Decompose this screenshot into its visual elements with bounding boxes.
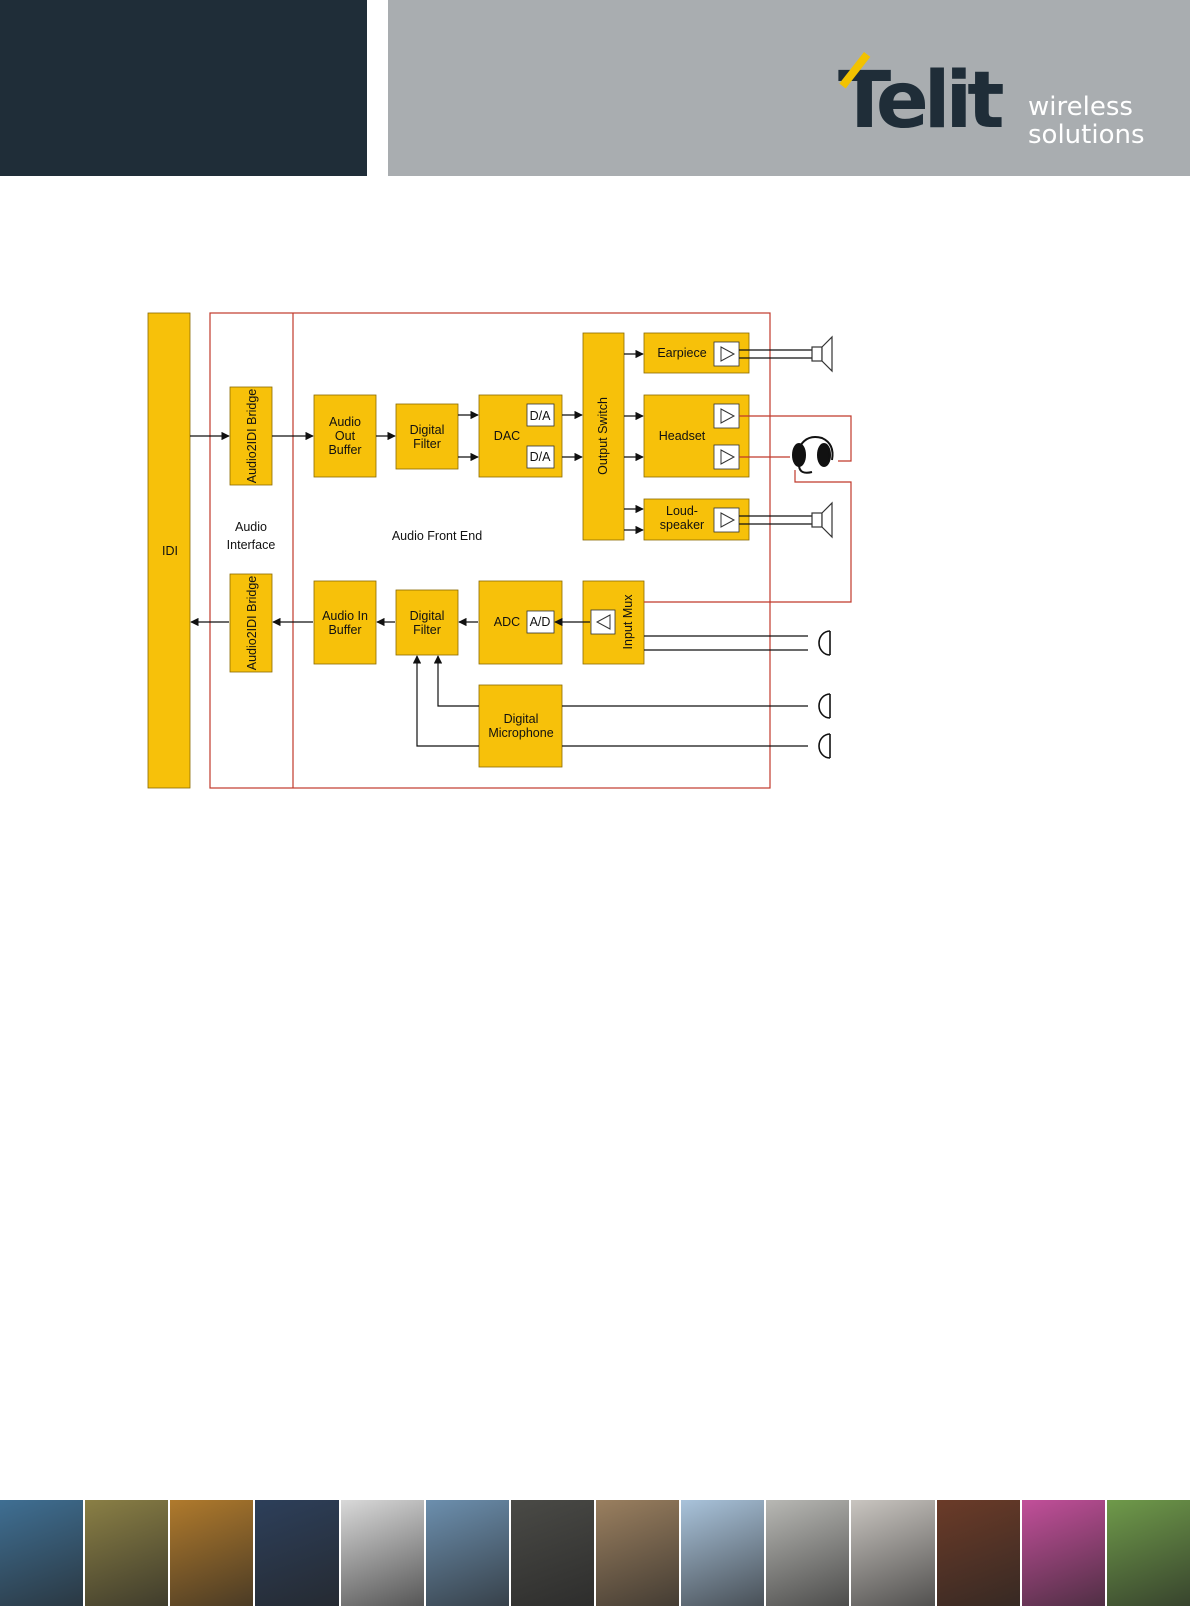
input-mux-label: Input Mux <box>621 594 635 650</box>
microphone-icon-1 <box>819 631 830 655</box>
footer-photo-tile <box>0 1500 83 1606</box>
footer-photo-tile <box>1107 1500 1190 1606</box>
headset-amp-top-box <box>714 404 739 428</box>
output-switch-label: Output Switch <box>596 397 610 475</box>
footer-photo-tile <box>170 1500 253 1606</box>
footer-photo-tile <box>766 1500 849 1606</box>
bridge-bottom-label: Audio2IDI Bridge <box>245 576 259 671</box>
digital-filter-bottom-label-2: Filter <box>413 623 441 637</box>
footer-photo-strip <box>0 1500 1190 1606</box>
microphone-icon-2 <box>819 694 830 718</box>
audio-out-buffer-label-3: Buffer <box>328 443 361 457</box>
headset-icon <box>793 437 833 473</box>
audio-out-buffer-label-1: Audio <box>329 415 361 429</box>
audio-interface-label-1: Audio <box>235 520 267 534</box>
footer-photo-tile <box>851 1500 934 1606</box>
audio-in-buffer-label-1: Audio In <box>322 609 368 623</box>
loudspeaker-label-2: speaker <box>660 518 704 532</box>
footer-photo-tile <box>937 1500 1020 1606</box>
footer-photo-tile <box>1022 1500 1105 1606</box>
earpiece-amp-box <box>714 342 739 366</box>
loudspeaker-speaker-icon <box>812 503 832 537</box>
arrow-mic-to-filter-2 <box>417 656 479 746</box>
audio-block-diagram: IDI Audio Interface Audio2IDI Bridge Aud… <box>0 0 1190 1500</box>
bridge-top-label: Audio2IDI Bridge <box>245 389 259 484</box>
headset-label: Headset <box>659 429 706 443</box>
headset-amp-bottom-box <box>714 445 739 469</box>
footer-photo-tile <box>85 1500 168 1606</box>
adc-label: ADC <box>494 615 520 629</box>
audio-out-buffer-label-2: Out <box>335 429 356 443</box>
arrow-mic-to-filter-1 <box>438 656 479 706</box>
digital-filter-top-label-1: Digital <box>410 423 445 437</box>
digital-filter-top-label-2: Filter <box>413 437 441 451</box>
footer-photo-tile <box>596 1500 679 1606</box>
audio-front-end-label: Audio Front End <box>392 529 482 543</box>
audio-in-buffer-label-2: Buffer <box>328 623 361 637</box>
loudspeaker-label-1: Loud- <box>666 504 698 518</box>
footer-photo-tile <box>681 1500 764 1606</box>
loudspeaker-amp-box <box>714 508 739 532</box>
footer-photo-tile <box>426 1500 509 1606</box>
earpiece-speaker-icon <box>812 337 832 371</box>
dac-label: DAC <box>494 429 520 443</box>
footer-photo-tile <box>255 1500 338 1606</box>
input-amp-box <box>591 610 615 634</box>
da-top-label: D/A <box>530 409 552 423</box>
idi-label: IDI <box>162 544 178 558</box>
microphone-icon-3 <box>819 734 830 758</box>
digital-microphone-label-2: Microphone <box>488 726 553 740</box>
earpiece-label: Earpiece <box>657 346 706 360</box>
audio-interface-label-2: Interface <box>227 538 276 552</box>
ad-label: A/D <box>530 615 551 629</box>
footer-photo-tile <box>511 1500 594 1606</box>
digital-microphone-label-1: Digital <box>504 712 539 726</box>
footer-photo-tile <box>341 1500 424 1606</box>
digital-filter-bottom-label-1: Digital <box>410 609 445 623</box>
da-bottom-label: D/A <box>530 450 552 464</box>
